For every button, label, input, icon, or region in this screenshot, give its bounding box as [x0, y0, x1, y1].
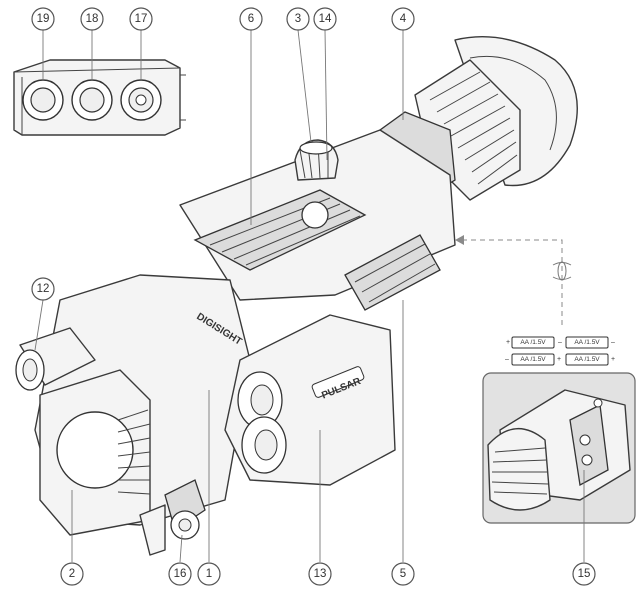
- callout-18: 18: [80, 7, 104, 31]
- callout-16: 16: [168, 562, 192, 586]
- svg-text:+: +: [506, 339, 510, 346]
- svg-text:6: 6: [248, 13, 254, 25]
- callout-3: 3: [286, 7, 310, 31]
- svg-text:12: 12: [37, 283, 50, 295]
- battery-3: AA /1.5V: [511, 353, 555, 366]
- callout-15: 15: [572, 562, 596, 586]
- svg-text:14: 14: [319, 13, 332, 25]
- callout-5: 5: [391, 562, 415, 586]
- svg-text:15: 15: [578, 568, 591, 580]
- svg-text:AA /1.5V: AA /1.5V: [520, 339, 546, 346]
- leader-lines: [34, 29, 585, 563]
- callout-1: 1: [197, 562, 221, 586]
- svg-text:AA /1.5V: AA /1.5V: [520, 356, 546, 363]
- svg-text:4: 4: [400, 13, 407, 25]
- battery-inset: [482, 372, 636, 524]
- svg-text:3: 3: [295, 13, 301, 25]
- battery-arrow-head: [455, 235, 464, 245]
- callout-4: 4: [391, 7, 415, 31]
- callout-17: 17: [129, 7, 153, 31]
- svg-text:2: 2: [69, 568, 75, 580]
- battery-4: AA /1.5V: [565, 353, 609, 366]
- svg-text:19: 19: [37, 13, 50, 25]
- callout-13: 13: [308, 562, 332, 586]
- rotate-icon: [552, 261, 572, 281]
- callout-14: 14: [313, 7, 337, 31]
- battery-1: AA /1.5V: [511, 336, 555, 349]
- callout-19: 19: [31, 7, 55, 31]
- svg-text:18: 18: [86, 13, 99, 25]
- svg-text:AA /1.5V: AA /1.5V: [574, 339, 600, 346]
- svg-text:+: +: [611, 356, 615, 363]
- svg-text:1: 1: [206, 568, 212, 580]
- callout-6: 6: [239, 7, 263, 31]
- svg-text:5: 5: [400, 568, 406, 580]
- device-body: DIGISIGHT PULSAR: [15, 36, 578, 556]
- callout-2: 2: [60, 562, 84, 586]
- svg-text:16: 16: [174, 568, 187, 580]
- battery-arrow-line: [455, 239, 563, 325]
- battery-2: AA /1.5V: [565, 336, 609, 349]
- svg-text:–: –: [558, 339, 562, 346]
- svg-text:+: +: [557, 356, 561, 363]
- battery-group: AA /1.5V AA /1.5V AA /1.5V AA /1.5V + – …: [505, 336, 615, 366]
- svg-text:–: –: [505, 356, 509, 363]
- front-view-inset: [13, 59, 186, 136]
- svg-text:17: 17: [135, 13, 148, 25]
- callout-12: 12: [31, 277, 55, 301]
- svg-text:–: –: [611, 339, 615, 346]
- svg-text:13: 13: [314, 568, 327, 580]
- svg-text:AA /1.5V: AA /1.5V: [574, 356, 600, 363]
